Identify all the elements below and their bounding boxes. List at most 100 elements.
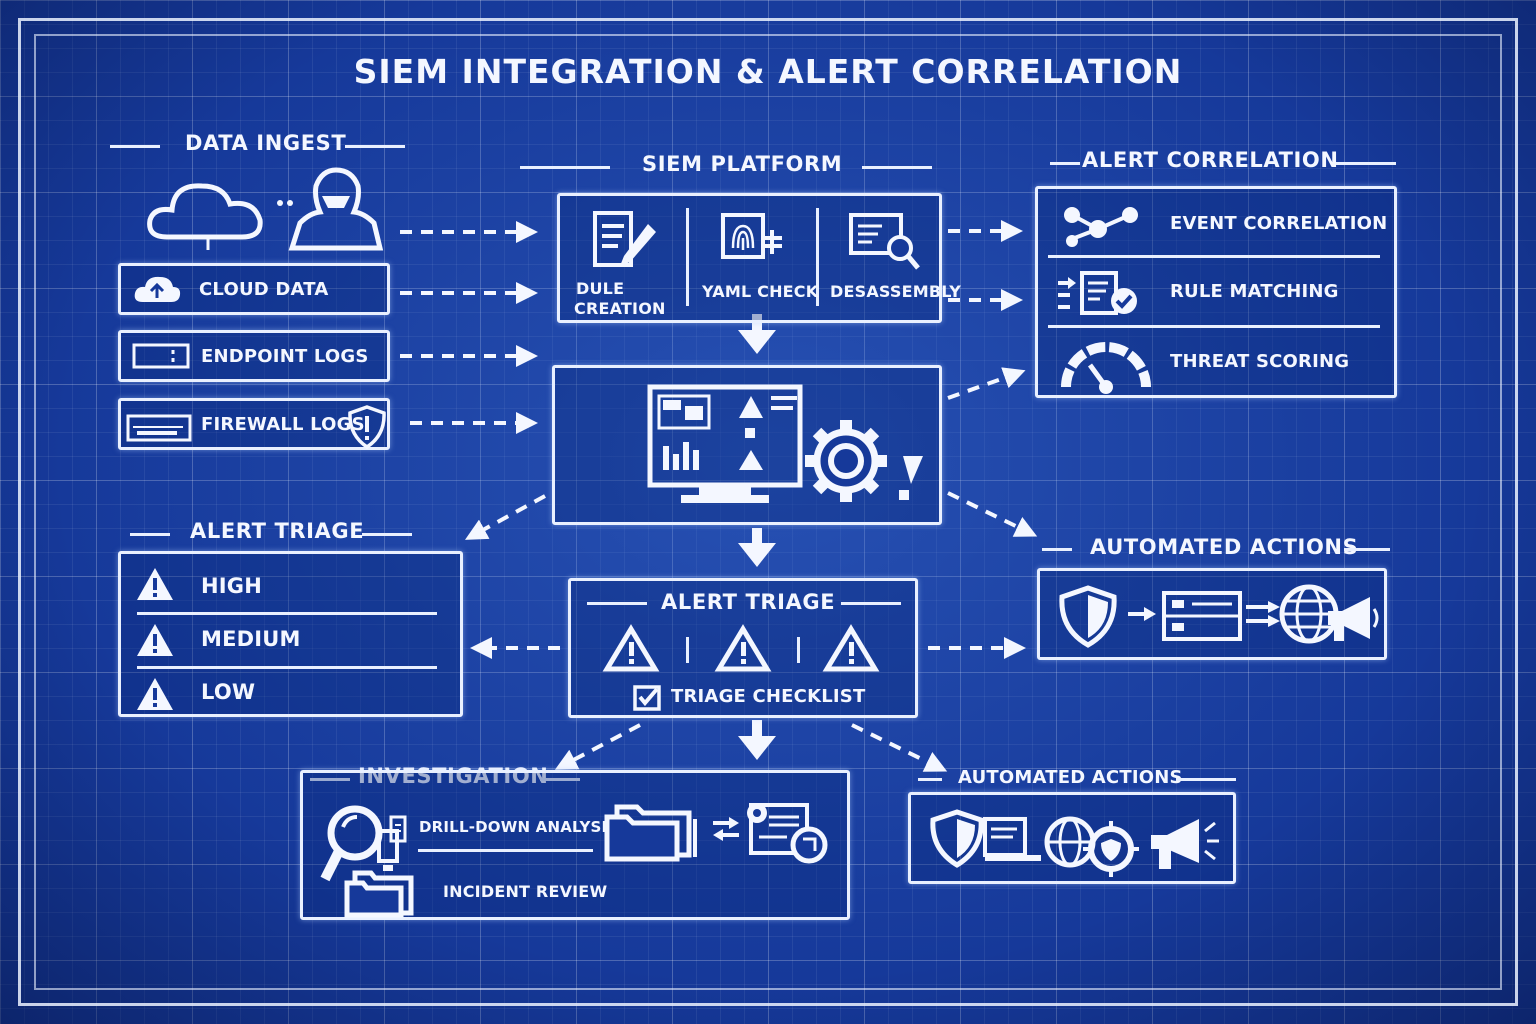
investigation-panel: DRILL-DOWN ANALYSIS INCIDENT REVIEW [300, 770, 850, 920]
document-search-icon [848, 212, 924, 272]
automated-actions-bottom-heading: AUTOMATED ACTIONS [958, 767, 1183, 788]
server-icon [132, 343, 190, 369]
double-arrow-icon [1246, 599, 1282, 629]
shield-icon [929, 809, 985, 869]
divider [310, 778, 350, 781]
yaml-check-tool[interactable]: YAML CHECK [688, 196, 818, 320]
page-title: SIEM INTEGRATION & ALERT CORRELATION [353, 52, 1183, 91]
arrow-triage-to-investigation [554, 723, 641, 770]
drill-down-analysis-label: DRILL-DOWN ANALYSIS [419, 818, 619, 836]
rule-creation-label-line1: DULE [576, 279, 625, 298]
automated-actions-top-heading: AUTOMATED ACTIONS [1090, 535, 1359, 559]
separator [686, 637, 689, 663]
separator [686, 208, 689, 306]
cloud-data-source[interactable]: CLOUD DATA [118, 263, 390, 315]
warning-triangle-icon [822, 624, 880, 672]
server-rack-icon [389, 815, 407, 843]
divider [1050, 162, 1080, 165]
separator [797, 637, 800, 663]
open-folder-icon [343, 869, 417, 918]
warning-triangle-icon [135, 566, 175, 602]
divider [137, 612, 437, 615]
divider [1048, 325, 1380, 328]
magnifier-icon [320, 803, 411, 889]
threat-scoring-label: THREAT SCORING [1170, 351, 1350, 372]
yaml-check-label: YAML CHECK [702, 282, 819, 301]
drill-down-analysis-item[interactable]: DRILL-DOWN ANALYSIS [413, 813, 618, 843]
gauge-icon [1060, 341, 1152, 394]
endpoint-logs-label: ENDPOINT LOGS [201, 346, 369, 367]
alert-triage-center-panel: ALERT TRIAGE TRIAGE CHECKLIST [568, 578, 918, 718]
alert-severity-panel: HIGH MEDIUM LOW [118, 551, 463, 717]
investigation-heading: INVESTIGATION [358, 764, 549, 788]
arrow-console-to-threat-scoring [947, 367, 1026, 400]
event-correlation-label: EVENT CORRELATION [1170, 213, 1388, 234]
siem-platform-panel: DULE CREATION YAML CHECK DESASSEMBLY [557, 193, 961, 323]
checkbox-checked-icon[interactable] [633, 685, 661, 711]
alert-triage-levels-heading: ALERT TRIAGE [190, 519, 365, 543]
endpoint-logs-source[interactable]: ENDPOINT LOGS [118, 330, 390, 382]
severity-high[interactable]: HIGH [121, 554, 461, 608]
divider [520, 166, 610, 169]
severity-high-label: HIGH [201, 574, 263, 598]
process-block-icon [1162, 591, 1242, 641]
siem-platform-heading: SIEM PLATFORM [642, 152, 843, 176]
incident-review-item[interactable]: INCIDENT REVIEW [433, 877, 607, 907]
arrow-console-to-alert-triage-left [464, 494, 546, 540]
severity-medium-label: MEDIUM [201, 627, 301, 651]
cloud-icon [142, 172, 272, 252]
cloud-upload-icon [133, 274, 181, 304]
triage-checklist-label: TRIAGE CHECKLIST [671, 686, 866, 707]
data-ingest-heading: DATA INGEST [185, 131, 347, 155]
automated-actions-top-panel [1037, 568, 1387, 660]
checklist-verify-icon [1056, 269, 1156, 317]
firewall-appliance-icon [126, 414, 192, 442]
severity-low-label: LOW [201, 680, 256, 704]
event-correlation-item[interactable]: EVENT CORRELATION [1038, 189, 1394, 257]
alert-correlation-panel: EVENT CORRELATION RULE MATCHING THREAT S… [1035, 186, 1397, 398]
incident-review-label: INCIDENT REVIEW [443, 882, 608, 901]
divider [918, 778, 942, 781]
divider [110, 145, 160, 148]
divider [345, 145, 405, 148]
firewall-logs-source[interactable]: FIREWALL LOGS [118, 398, 390, 450]
divider [362, 533, 412, 536]
divider [1344, 548, 1390, 551]
alert-triage-center-heading: ALERT TRIAGE [661, 590, 836, 614]
arrow-console-to-automated-actions [947, 491, 1038, 537]
folders-icon [603, 799, 703, 862]
warning-triangle-icon [135, 676, 175, 712]
server-terminal-icon [983, 817, 1043, 861]
cloud-data-label: CLOUD DATA [199, 279, 329, 300]
separator [816, 208, 819, 306]
divider [540, 778, 580, 781]
gear-icon [803, 418, 889, 504]
divider [862, 166, 932, 169]
network-nodes-icon [1056, 201, 1146, 249]
divider [1176, 778, 1236, 781]
rule-creation-label-line2: CREATION [574, 299, 666, 318]
report-settings-icon [743, 795, 839, 865]
divider [841, 602, 901, 605]
megaphone-icon [1147, 813, 1223, 873]
divider [587, 602, 647, 605]
severity-low[interactable]: LOW [121, 664, 461, 718]
exchange-arrows-icon [711, 815, 741, 843]
automated-actions-bottom-panel [908, 792, 1236, 884]
warning-triangle-icon [135, 622, 175, 658]
monitor-dashboard-icon [647, 384, 807, 510]
hacker-icon [270, 167, 385, 252]
siem-console-panel [552, 365, 942, 525]
rule-matching-item[interactable]: RULE MATCHING [1038, 259, 1394, 325]
divider [1048, 255, 1380, 258]
fingerprint-scan-icon [720, 212, 792, 268]
threat-scoring-item[interactable]: THREAT SCORING [1038, 329, 1394, 395]
divider [1042, 548, 1072, 551]
severity-medium[interactable]: MEDIUM [121, 610, 461, 664]
arrow-right-icon [1128, 607, 1156, 621]
shield-icon [1058, 585, 1118, 649]
desassembly-tool[interactable]: DESASSEMBLY [818, 196, 961, 320]
divider [137, 666, 437, 669]
rule-creation-tool[interactable]: DULE CREATION [560, 196, 684, 320]
